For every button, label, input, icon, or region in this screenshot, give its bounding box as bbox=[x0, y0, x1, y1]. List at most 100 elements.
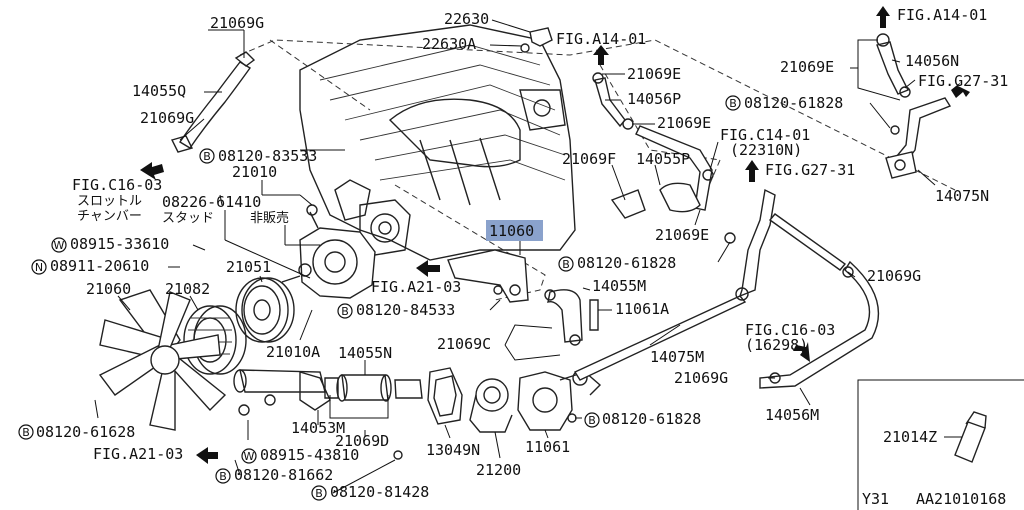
water-inlet-11060 bbox=[447, 249, 529, 303]
label-21051: 21051 bbox=[226, 258, 271, 276]
svg-text:W: W bbox=[244, 450, 255, 463]
label-figC16-03: FIG.C16-03 bbox=[72, 176, 162, 194]
label-08120-81662: 08120-81662 bbox=[234, 466, 333, 484]
label-14055P: 14055P bbox=[636, 150, 690, 168]
arrow-to-figA14-01-a bbox=[593, 45, 609, 65]
label-21069E: 21069E bbox=[780, 58, 834, 76]
label-21069G: 21069G bbox=[210, 14, 264, 32]
label-14055Q: 14055Q bbox=[132, 82, 186, 100]
fan-21060 bbox=[98, 289, 227, 431]
label-11060: 11060 bbox=[489, 222, 534, 240]
label-throttle-jp: スロットル bbox=[77, 194, 142, 209]
label-21069C: 21069C bbox=[437, 335, 491, 353]
hose-14055M bbox=[544, 289, 599, 346]
label-08120-81428: 08120-81428 bbox=[330, 483, 429, 501]
svg-text:B: B bbox=[562, 258, 570, 271]
label-figA14-01: FIG.A14-01 bbox=[897, 6, 987, 24]
highlight-11060 bbox=[486, 220, 543, 241]
inset-box bbox=[857, 379, 1024, 510]
thermostat-21200 bbox=[469, 378, 513, 433]
label-21069G: 21069G bbox=[140, 109, 194, 127]
svg-text:W: W bbox=[54, 239, 65, 252]
svg-text:B: B bbox=[588, 414, 596, 427]
label-13049N: 13049N bbox=[426, 441, 480, 459]
label-21060: 21060 bbox=[86, 280, 131, 298]
label-diagram-id: AA21010168 bbox=[916, 490, 1006, 508]
label-14056M: 14056M bbox=[765, 406, 819, 424]
label-22310N: (22310N) bbox=[730, 141, 802, 159]
label-08120-61828: 08120-61828 bbox=[744, 94, 843, 112]
label-figG27-31: FIG.G27-31 bbox=[765, 161, 855, 179]
svg-text:B: B bbox=[341, 305, 349, 318]
bypass-pipe-14053M bbox=[233, 369, 331, 416]
label-08120-61828: 08120-61828 bbox=[577, 254, 676, 272]
part-labels: 21069G 14055Q 21069G FIG.C16-03 スロットル チャ… bbox=[36, 6, 1008, 508]
label-08120-61828: 08120-61828 bbox=[602, 410, 701, 428]
label-inset-Y31: Y31 bbox=[862, 490, 889, 508]
label-21010A: 21010A bbox=[266, 343, 320, 361]
label-21069G: 21069G bbox=[674, 369, 728, 387]
label-08915-33610: 08915-33610 bbox=[70, 235, 169, 253]
label-14055N: 14055N bbox=[338, 344, 392, 362]
arrow-to-figC16-03-b bbox=[793, 342, 810, 362]
direction-arrows bbox=[140, 6, 970, 464]
label-22630: 22630 bbox=[444, 10, 489, 28]
label-21200: 21200 bbox=[476, 461, 521, 479]
svg-text:B: B bbox=[22, 426, 30, 439]
label-11061: 11061 bbox=[525, 438, 570, 456]
label-figA21-03: FIG.A21-03 bbox=[93, 445, 183, 463]
arrow-to-figG27-31-a bbox=[745, 160, 759, 182]
label-21069D: 21069D bbox=[335, 432, 389, 450]
arrow-to-figC16-03-a bbox=[140, 162, 164, 180]
pipe-14075N bbox=[885, 97, 952, 179]
svg-text:N: N bbox=[35, 261, 43, 274]
label-chamber-jp: チャンバー bbox=[77, 209, 142, 224]
label-08911-20610: 08911-20610 bbox=[50, 257, 149, 275]
label-21069E: 21069E bbox=[657, 114, 711, 132]
label-figC16-03: FIG.C16-03 bbox=[745, 321, 835, 339]
leader-lines bbox=[94, 19, 936, 494]
water-pump-21010 bbox=[281, 204, 376, 299]
label-stud-jp: スタッド bbox=[162, 211, 214, 226]
hose-14056N bbox=[876, 33, 911, 98]
label-figC14-01: FIG.C14-01 bbox=[720, 126, 810, 144]
arrow-to-figA21-03-b bbox=[196, 447, 218, 464]
pulley-21051 bbox=[235, 277, 295, 343]
svg-text:B: B bbox=[219, 470, 227, 483]
label-figA14-01: FIG.A14-01 bbox=[556, 30, 646, 48]
label-11061A: 11061A bbox=[615, 300, 669, 318]
arrow-to-figG27-31-b bbox=[951, 82, 970, 98]
label-14056N: 14056N bbox=[905, 52, 959, 70]
arrow-to-figA14-01-b bbox=[876, 6, 890, 28]
label-08915-43810: 08915-43810 bbox=[260, 446, 359, 464]
label-21069E: 21069E bbox=[655, 226, 709, 244]
label-08120-61628: 08120-61628 bbox=[36, 423, 135, 441]
arrow-to-figA21-03-a bbox=[416, 260, 440, 277]
hose-14056M bbox=[759, 213, 880, 389]
label-14056P: 14056P bbox=[627, 90, 681, 108]
label-21010: 21010 bbox=[232, 163, 277, 181]
label-21069E: 21069E bbox=[627, 65, 681, 83]
label-figA21-03: FIG.A21-03 bbox=[371, 278, 461, 296]
hose-14056P bbox=[592, 72, 634, 130]
svg-text:B: B bbox=[203, 150, 211, 163]
label-08226-61410: 08226-61410 bbox=[162, 193, 261, 211]
label-21069F: 21069F bbox=[562, 150, 616, 168]
hose-14055N bbox=[324, 374, 423, 460]
circle-markers: B W N B W B B B B B B bbox=[18, 95, 741, 501]
hose-14055Q bbox=[170, 51, 256, 153]
sensor-22630 bbox=[520, 27, 553, 53]
label-21069G: 21069G bbox=[867, 267, 921, 285]
label-21082: 21082 bbox=[165, 280, 210, 298]
gasket-13049N bbox=[427, 367, 463, 425]
label-nonsale-jp: 非販売 bbox=[250, 210, 289, 226]
label-22630A: 22630A bbox=[422, 35, 476, 53]
label-14055M: 14055M bbox=[592, 277, 646, 295]
label-21014Z: 21014Z bbox=[883, 428, 937, 446]
label-14053M: 14053M bbox=[291, 419, 345, 437]
label-14075M: 14075M bbox=[650, 348, 704, 366]
svg-text:B: B bbox=[315, 487, 323, 500]
label-16298: (16298) bbox=[745, 336, 808, 354]
label-figG27-31: FIG.G27-31 bbox=[918, 72, 1008, 90]
